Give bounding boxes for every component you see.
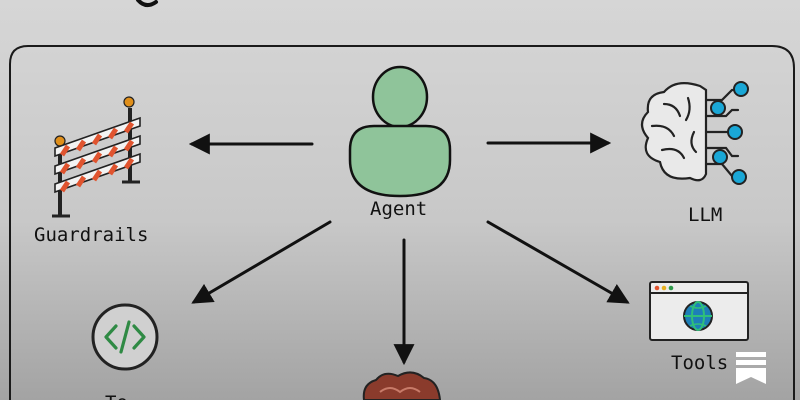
- browser-globe-icon: [649, 281, 749, 341]
- arrows: [188, 132, 630, 366]
- agent-label: Agent: [370, 198, 428, 220]
- code-label: To: [105, 392, 128, 400]
- code-icon: [91, 303, 159, 371]
- tools-label: Tools: [671, 352, 729, 374]
- barrier-icon: [52, 96, 141, 218]
- diagram-frame: [9, 45, 795, 400]
- guardrails-label: Guardrails: [34, 224, 149, 246]
- arrow-to-code: [191, 220, 332, 304]
- person-icon: [348, 65, 452, 198]
- bookmark-icon[interactable]: [736, 352, 766, 388]
- llm-nodes: [710, 81, 749, 185]
- llm-label: LLM: [688, 204, 723, 226]
- title-fragment: [136, 0, 158, 7]
- brain-icon: [362, 371, 442, 400]
- arrow-to-tools: [486, 220, 630, 304]
- brain-circuit-icon: [640, 81, 740, 182]
